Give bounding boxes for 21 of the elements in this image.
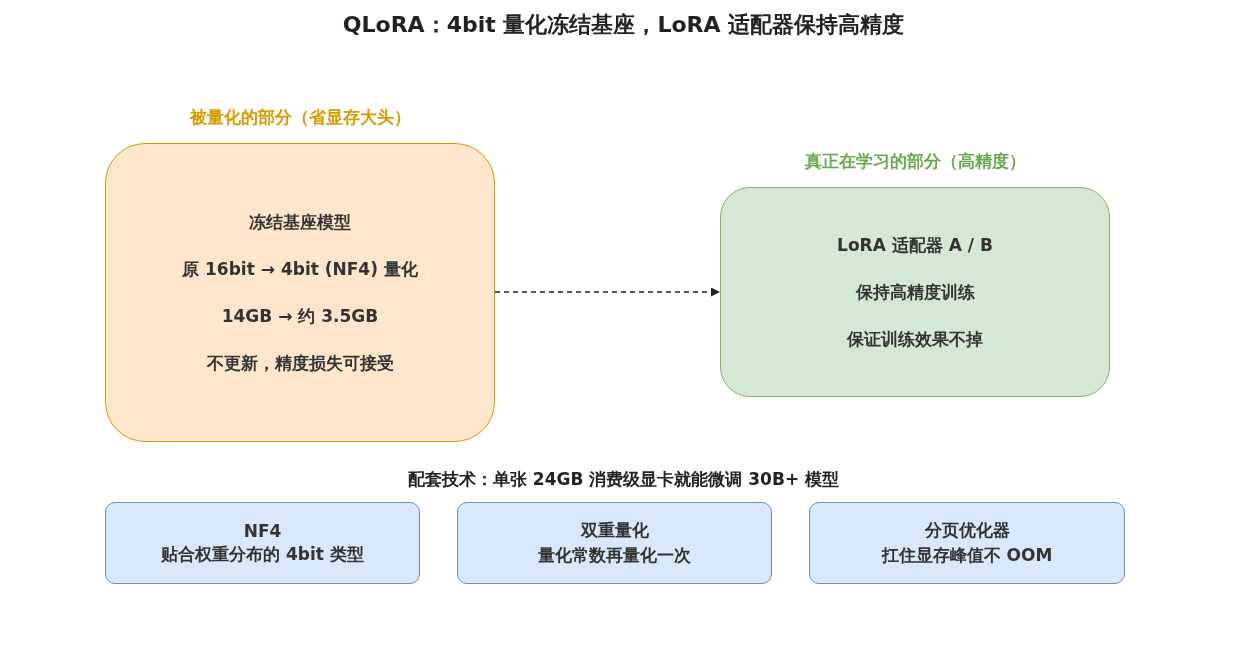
box-title: 分页优化器 [924,519,1010,542]
arrow [494,287,721,297]
box-text: 保持高精度训练 [855,280,975,304]
box-text: 14GB → 约 3.5GB [221,304,379,328]
box-heading: 真正在学习的部分（高精度） [803,150,1027,173]
title: QLoRA：4bit 量化冻结基座，LoRA 适配器保持高精度 [341,11,906,39]
box-text: 扛住显存峰值不 OOM [881,544,1053,567]
box-heading: 被量化的部分（省显存大头） [188,106,412,129]
box-text: 冻结基座模型 [249,210,351,234]
box-text: 量化常数再量化一次 [538,544,691,567]
box-text: 不更新，精度损失可接受 [206,351,394,375]
box-title: NF4 [243,520,282,541]
box-text: 原 16bit → 4bit (NF4) 量化 [182,257,418,281]
process-box [809,502,1125,584]
note-text: 配套技术：单张 24GB 消费级显卡就能微调 30B+ 模型 [406,468,841,491]
box-text: LoRA 适配器 A / B [837,233,993,257]
box-text: 贴合权重分布的 4bit 类型 [161,542,364,566]
box-text: 保证训练效果不掉 [847,327,983,351]
process-box [105,502,420,584]
box-title: 双重量化 [580,519,649,542]
process-box [457,502,772,584]
